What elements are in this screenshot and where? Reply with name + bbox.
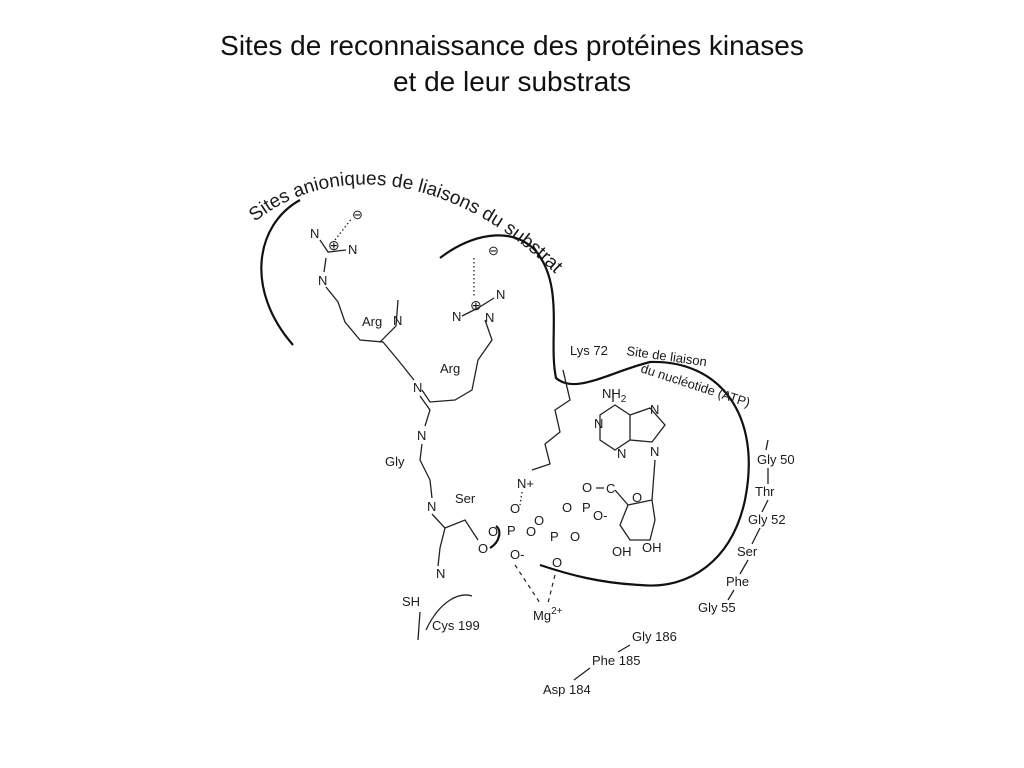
gly-loop-ser: Ser [737, 544, 758, 559]
dfg-phe185: Phe 185 [592, 653, 640, 668]
ribose-oh: OH [612, 544, 632, 559]
atom-o: O [510, 501, 520, 516]
magnesium: Mg2+ [533, 606, 563, 623]
atom-n: N [617, 446, 626, 461]
atom-n: N [452, 309, 461, 324]
lys-nplus: N+ [517, 476, 534, 491]
gly-loop-thr: Thr [755, 484, 775, 499]
atom-o: O [552, 555, 562, 570]
atom-n: N [485, 310, 494, 325]
ribose-oh: OH [642, 540, 662, 555]
plus-charge: ⊕ [328, 237, 340, 253]
atom-n: N [496, 287, 505, 302]
atom-c: C [606, 481, 615, 496]
atom-o: O [570, 529, 580, 544]
adenine-nh2: NH2 [602, 386, 627, 405]
minus-charge: ⊖ [488, 243, 499, 258]
atom-o: O [632, 490, 642, 505]
atom-o: O [488, 524, 498, 539]
atom-n: N [436, 566, 445, 581]
plus-charge: ⊕ [470, 297, 482, 313]
atom-o: O [582, 480, 592, 495]
atom-p: P [550, 529, 559, 544]
page-title: Sites de reconnaissance des protéines ki… [0, 28, 1024, 100]
binding-pocket-outline [439, 234, 750, 587]
cys-sh: SH [402, 594, 420, 609]
gly-loop-gly50: Gly 50 [757, 452, 795, 467]
dfg-gly186: Gly 186 [632, 629, 677, 644]
residue-arg-left: Arg [362, 314, 382, 329]
atom-n: N [594, 416, 603, 431]
atom-n: N [310, 226, 319, 241]
atom-o: O [534, 513, 544, 528]
atom-p: P [507, 523, 516, 538]
atom-n: N [348, 242, 357, 257]
atom-n: N [427, 499, 436, 514]
left-pocket-curve [260, 199, 301, 346]
atom-n: N [393, 313, 402, 328]
residue-ser: Ser [455, 491, 476, 506]
residue-gly: Gly [385, 454, 405, 469]
ionic-interaction [334, 217, 353, 241]
atom-p: P [582, 500, 591, 515]
atom-n: N [318, 273, 327, 288]
atom-n: N [650, 444, 659, 459]
title-line-1: Sites de reconnaissance des protéines ki… [220, 30, 804, 61]
gly-loop-phe: Phe [726, 574, 749, 589]
atom-o: O [562, 500, 572, 515]
residue-arg-right: Arg [440, 361, 460, 376]
title-line-2: et de leur substrats [392, 66, 632, 97]
atom-o: O [526, 524, 536, 539]
gly-loop-gly52: Gly 52 [748, 512, 786, 527]
residue-lys72: Lys 72 [570, 343, 608, 358]
residue-cys199: Cys 199 [432, 618, 480, 633]
atom-n: N [417, 428, 426, 443]
minus-charge: ⊖ [352, 207, 363, 222]
anionic-sites-label: Sites anioniques de liaisons du substrat [245, 168, 567, 278]
phosphate-ominus: O- [593, 508, 607, 523]
gly-loop-gly55: Gly 55 [698, 600, 736, 615]
phosphate-ominus: O- [510, 547, 524, 562]
atom-n: N [650, 402, 659, 417]
atom-n: N [413, 380, 422, 395]
atom-o: O [478, 541, 488, 556]
dfg-asp184: Asp 184 [543, 682, 591, 697]
